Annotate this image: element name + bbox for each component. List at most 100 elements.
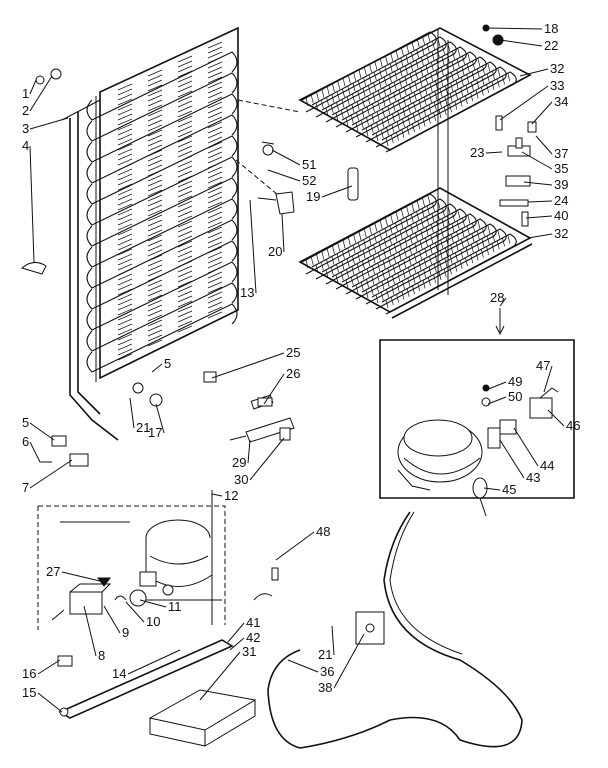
leader-line bbox=[155, 403, 165, 434]
callout-52: 52 bbox=[302, 173, 316, 188]
callout-14: 14 bbox=[112, 666, 126, 681]
leader-line bbox=[535, 135, 553, 155]
leader-line bbox=[29, 75, 53, 112]
callout-4: 4 bbox=[22, 138, 29, 153]
callout-35: 35 bbox=[554, 161, 568, 176]
leader-line bbox=[29, 79, 37, 95]
strip bbox=[499, 199, 529, 207]
compressor-terminal bbox=[139, 571, 157, 587]
leader-line bbox=[229, 637, 245, 651]
callout-8: 8 bbox=[98, 648, 105, 663]
callout-39: 39 bbox=[554, 177, 568, 192]
callout-6: 6 bbox=[22, 434, 29, 449]
leader-line bbox=[127, 649, 181, 675]
screw bbox=[521, 211, 529, 227]
clip-4 bbox=[20, 262, 47, 275]
leader-line bbox=[237, 99, 301, 113]
leader-line bbox=[29, 422, 55, 441]
leader-line bbox=[199, 651, 241, 701]
screw bbox=[527, 121, 537, 133]
callout-5b: 5 bbox=[22, 415, 29, 430]
callout-38: 38 bbox=[318, 680, 332, 695]
callout-21b: 21 bbox=[318, 647, 332, 662]
clip bbox=[132, 382, 144, 394]
callout-32a: 32 bbox=[550, 61, 564, 76]
callout-23: 23 bbox=[470, 145, 484, 160]
leader-line bbox=[527, 200, 553, 203]
leader-line bbox=[521, 151, 553, 170]
evaporator-upper bbox=[298, 27, 532, 295]
callout-42: 42 bbox=[246, 630, 260, 645]
callout-11: 11 bbox=[168, 599, 182, 614]
leader-line bbox=[103, 605, 121, 634]
leader-line bbox=[211, 352, 285, 379]
leader-line bbox=[333, 633, 365, 689]
callout-49: 49 bbox=[508, 374, 522, 389]
leader-line bbox=[37, 692, 63, 713]
leader-line bbox=[499, 85, 549, 121]
bracket-plate bbox=[505, 175, 531, 187]
relay bbox=[69, 591, 103, 615]
callout-33: 33 bbox=[550, 78, 564, 93]
callout-22: 22 bbox=[544, 38, 558, 53]
rail bbox=[58, 639, 234, 719]
leader-line bbox=[487, 396, 507, 405]
mount bbox=[69, 453, 89, 467]
overload bbox=[129, 589, 147, 607]
callout-12: 12 bbox=[224, 488, 238, 503]
leader-line bbox=[129, 397, 135, 429]
nut bbox=[50, 68, 62, 80]
leader-line bbox=[499, 439, 525, 479]
base-pan bbox=[148, 689, 257, 747]
leader-line bbox=[525, 215, 553, 219]
callout-29: 29 bbox=[232, 455, 246, 470]
callout-5a: 5 bbox=[164, 356, 171, 371]
callout-27: 27 bbox=[46, 564, 60, 579]
callout-labels: 1234556789101112131415161718192021212223… bbox=[22, 21, 580, 713]
terminal-cover bbox=[487, 427, 501, 449]
leader-line bbox=[523, 181, 553, 186]
leader-line bbox=[513, 427, 539, 467]
callout-26: 26 bbox=[286, 366, 300, 381]
leader-line bbox=[485, 381, 507, 391]
leader-line bbox=[275, 531, 315, 561]
leader-line bbox=[499, 39, 543, 47]
arrow bbox=[495, 308, 505, 336]
callout-25: 25 bbox=[286, 345, 300, 360]
callout-40: 40 bbox=[554, 208, 568, 223]
leader-line bbox=[287, 659, 319, 673]
leader-line bbox=[483, 487, 501, 491]
callout-47: 47 bbox=[536, 358, 550, 373]
relay-detail bbox=[529, 397, 553, 419]
callout-45: 45 bbox=[502, 482, 516, 497]
callout-13: 13 bbox=[240, 285, 254, 300]
callout-41: 41 bbox=[246, 615, 260, 630]
leader-line bbox=[271, 149, 301, 166]
leader-line bbox=[267, 169, 301, 182]
callout-2: 2 bbox=[22, 103, 29, 118]
condenser-coil bbox=[61, 26, 239, 441]
leader-line bbox=[37, 659, 61, 675]
leader-line bbox=[61, 571, 105, 583]
leader-line bbox=[139, 599, 167, 608]
leader-line bbox=[547, 409, 565, 427]
callout-30: 30 bbox=[234, 472, 248, 487]
callout-48: 48 bbox=[316, 524, 330, 539]
leader-line bbox=[263, 373, 285, 405]
leader-line bbox=[519, 68, 549, 77]
callout-7: 7 bbox=[22, 480, 29, 495]
screw bbox=[495, 115, 503, 131]
tubing bbox=[267, 511, 523, 749]
bracket bbox=[257, 141, 295, 215]
leader-line bbox=[29, 145, 35, 263]
callout-44: 44 bbox=[540, 458, 554, 473]
callout-21a: 21 bbox=[136, 420, 150, 435]
callout-3: 3 bbox=[22, 121, 29, 136]
leader-line bbox=[83, 605, 97, 657]
compressor-detail-box bbox=[379, 339, 575, 517]
grommet-left bbox=[51, 435, 67, 447]
screw bbox=[515, 137, 523, 149]
leader-line bbox=[29, 459, 73, 489]
callout-34: 34 bbox=[554, 94, 568, 109]
